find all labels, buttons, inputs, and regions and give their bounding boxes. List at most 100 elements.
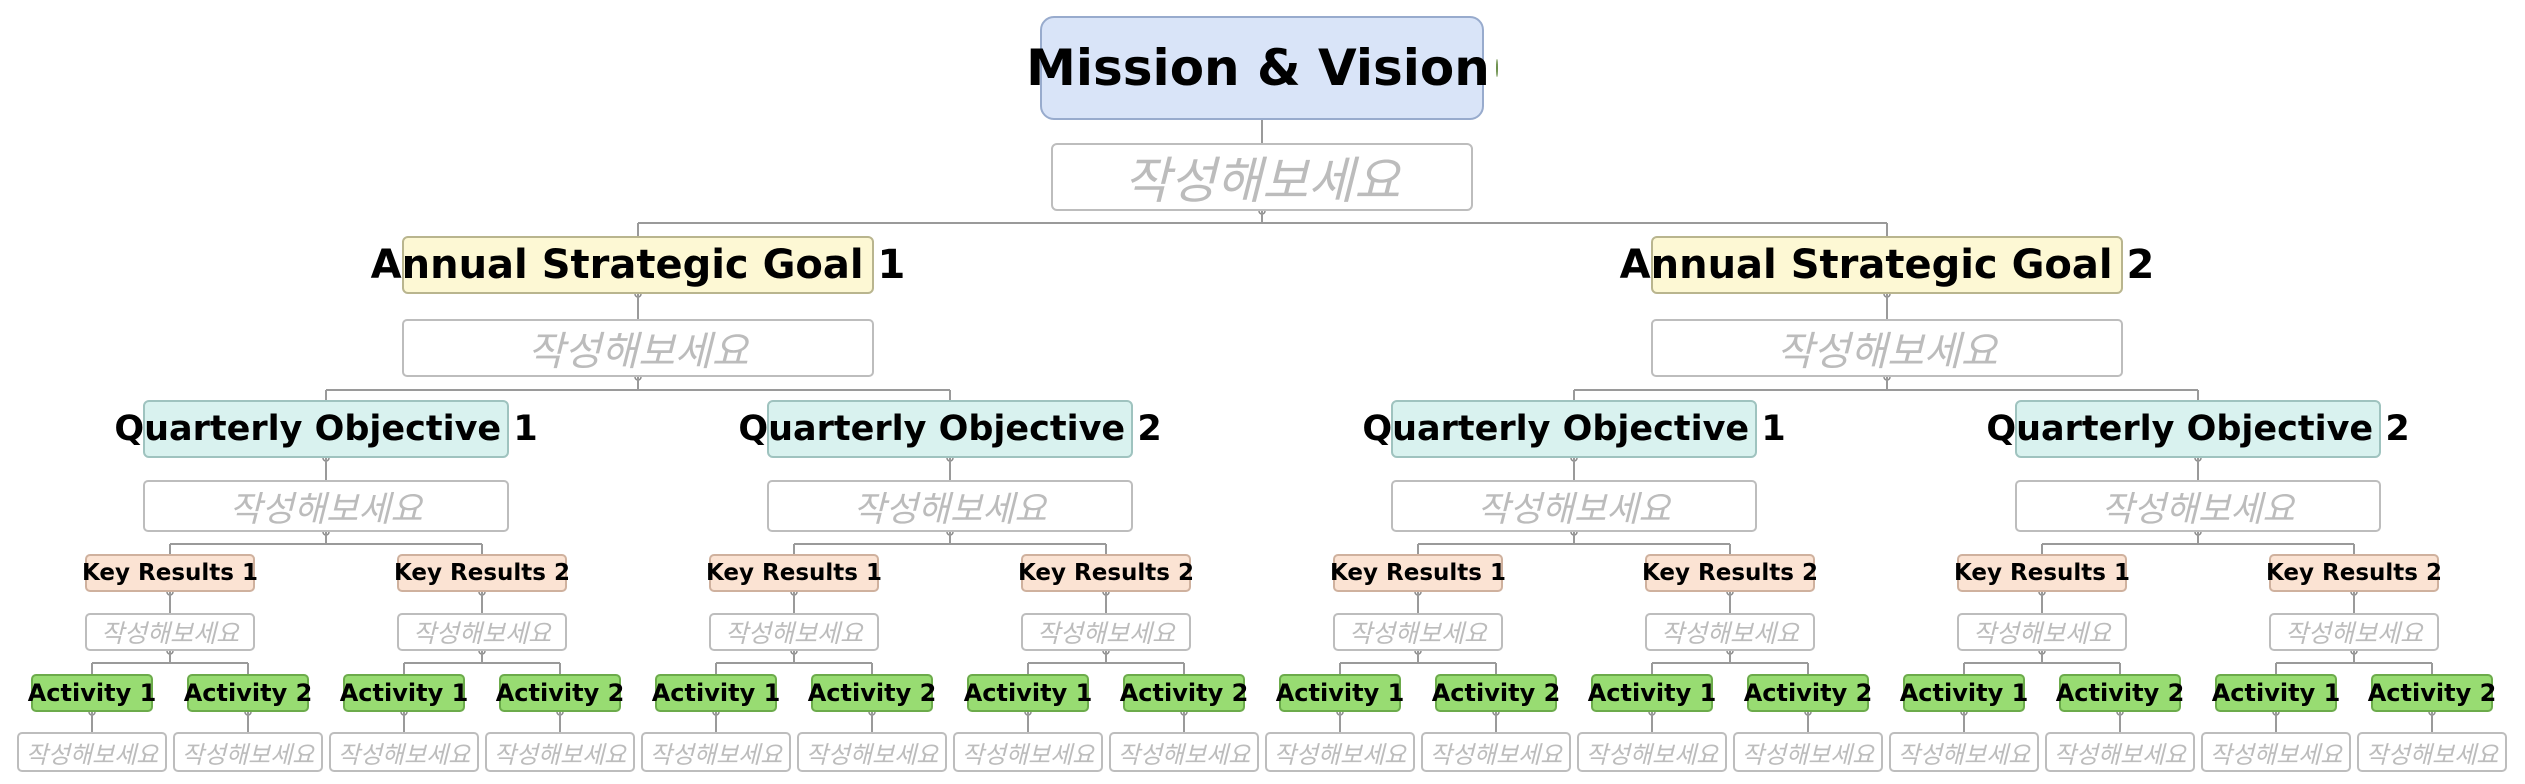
goal-title[interactable]: Annual Strategic Goal 2 xyxy=(1620,236,2154,294)
mission-title[interactable]: Mission & Vision xyxy=(1026,16,1498,120)
activity-title-label: Activity 2 xyxy=(807,679,937,707)
key-results-title-label: Key Results 2 xyxy=(2266,560,2442,586)
key-results-title[interactable]: Key Results 2 xyxy=(2266,554,2442,592)
activity-note[interactable]: 작성해보세요 xyxy=(1733,732,1883,772)
activity-note[interactable]: 작성해보세요 xyxy=(1577,732,1727,772)
activity-note[interactable]: 작성해보세요 xyxy=(797,732,947,772)
goal-note[interactable]: 작성해보세요 xyxy=(1651,319,2123,377)
key-results-title[interactable]: Key Results 1 xyxy=(82,554,258,592)
objective-note-label: 작성해보세요 xyxy=(229,489,423,530)
activity-note-label: 작성해보세요 xyxy=(1273,740,1407,769)
activity-title[interactable]: Activity 1 xyxy=(2212,674,2340,712)
activity-note[interactable]: 작성해보세요 xyxy=(953,732,1103,772)
activity-note[interactable]: 작성해보세요 xyxy=(1265,732,1415,772)
key-results-title[interactable]: Key Results 2 xyxy=(394,554,570,592)
key-results-title-label: Key Results 1 xyxy=(706,560,882,586)
activity-title-label: Activity 2 xyxy=(1119,679,1249,707)
objective-note[interactable]: 작성해보세요 xyxy=(2015,480,2381,532)
activity-title[interactable]: Activity 2 xyxy=(1744,674,1872,712)
activity-title[interactable]: Activity 1 xyxy=(1900,674,2028,712)
objective-title-label: Quarterly Objective 2 xyxy=(738,409,1162,449)
activity-title[interactable]: Activity 1 xyxy=(964,674,1092,712)
goal-note[interactable]: 작성해보세요 xyxy=(402,319,874,377)
key-results-title[interactable]: Key Results 1 xyxy=(1954,554,2130,592)
globe-icon[interactable] xyxy=(1495,59,1498,77)
activity-title-label: Activity 1 xyxy=(1275,679,1405,707)
objective-title[interactable]: Quarterly Objective 1 xyxy=(114,400,538,458)
activity-title-label: Activity 2 xyxy=(1743,679,1873,707)
activity-note[interactable]: 작성해보세요 xyxy=(2357,732,2507,772)
activity-title[interactable]: Activity 1 xyxy=(340,674,468,712)
activity-title[interactable]: Activity 1 xyxy=(28,674,156,712)
key-results-note[interactable]: 작성해보세요 xyxy=(397,613,567,651)
activity-note[interactable]: 작성해보세요 xyxy=(1109,732,1259,772)
activity-title[interactable]: Activity 2 xyxy=(808,674,936,712)
activity-title[interactable]: Activity 1 xyxy=(652,674,780,712)
activity-title[interactable]: Activity 2 xyxy=(2056,674,2184,712)
key-results-note[interactable]: 작성해보세요 xyxy=(85,613,255,651)
activity-title[interactable]: Activity 1 xyxy=(1588,674,1716,712)
activity-note[interactable]: 작성해보세요 xyxy=(2045,732,2195,772)
mission-title-label: Mission & Vision xyxy=(1026,39,1490,97)
activity-note[interactable]: 작성해보세요 xyxy=(173,732,323,772)
activity-title[interactable]: Activity 2 xyxy=(184,674,312,712)
objective-note[interactable]: 작성해보세요 xyxy=(1391,480,1757,532)
key-results-title-label: Key Results 2 xyxy=(1018,560,1194,586)
activity-note-label: 작성해보세요 xyxy=(1585,740,1719,769)
key-results-note[interactable]: 작성해보세요 xyxy=(1333,613,1503,651)
mission-note-label: 작성해보세요 xyxy=(1124,152,1400,210)
key-results-title[interactable]: Key Results 2 xyxy=(1018,554,1194,592)
key-results-note-label: 작성해보세요 xyxy=(2284,619,2423,648)
activity-note-label: 작성해보세요 xyxy=(961,740,1095,769)
activity-note-label: 작성해보세요 xyxy=(181,740,315,769)
goal-title[interactable]: Annual Strategic Goal 1 xyxy=(371,236,905,294)
activity-note-label: 작성해보세요 xyxy=(805,740,939,769)
activity-note[interactable]: 작성해보세요 xyxy=(641,732,791,772)
activity-title[interactable]: Activity 2 xyxy=(2368,674,2496,712)
objective-note[interactable]: 작성해보세요 xyxy=(767,480,1133,532)
objective-title[interactable]: Quarterly Objective 2 xyxy=(738,400,1162,458)
activity-title-label: Activity 1 xyxy=(27,679,157,707)
key-results-title[interactable]: Key Results 1 xyxy=(1330,554,1506,592)
objective-note[interactable]: 작성해보세요 xyxy=(143,480,509,532)
key-results-title-label: Key Results 1 xyxy=(1954,560,2130,586)
key-results-note-label: 작성해보세요 xyxy=(1972,619,2111,648)
activity-title-label: Activity 1 xyxy=(651,679,781,707)
activity-note-label: 작성해보세요 xyxy=(2209,740,2343,769)
activity-note-label: 작성해보세요 xyxy=(493,740,627,769)
objective-note-label: 작성해보세요 xyxy=(1477,489,1671,530)
key-results-title[interactable]: Key Results 1 xyxy=(706,554,882,592)
objective-title[interactable]: Quarterly Objective 2 xyxy=(1986,400,2410,458)
activity-note[interactable]: 작성해보세요 xyxy=(329,732,479,772)
activity-note-label: 작성해보세요 xyxy=(649,740,783,769)
activity-note-label: 작성해보세요 xyxy=(25,740,159,769)
mission-note[interactable]: 작성해보세요 xyxy=(1051,143,1473,211)
activity-note[interactable]: 작성해보세요 xyxy=(2201,732,2351,772)
objective-title[interactable]: Quarterly Objective 1 xyxy=(1362,400,1786,458)
activity-title[interactable]: Activity 2 xyxy=(496,674,624,712)
activity-note[interactable]: 작성해보세요 xyxy=(1889,732,2039,772)
key-results-note[interactable]: 작성해보세요 xyxy=(1021,613,1191,651)
key-results-note-label: 작성해보세요 xyxy=(1348,619,1487,648)
key-results-title[interactable]: Key Results 2 xyxy=(1642,554,1818,592)
activity-note-label: 작성해보세요 xyxy=(1429,740,1563,769)
activity-note[interactable]: 작성해보세요 xyxy=(485,732,635,772)
key-results-note[interactable]: 작성해보세요 xyxy=(1645,613,1815,651)
objective-title-label: Quarterly Objective 1 xyxy=(1362,409,1786,449)
activity-title[interactable]: Activity 2 xyxy=(1432,674,1560,712)
activity-title-label: Activity 2 xyxy=(2055,679,2185,707)
key-results-note[interactable]: 작성해보세요 xyxy=(1957,613,2127,651)
key-results-title-label: Key Results 1 xyxy=(82,560,258,586)
activity-title[interactable]: Activity 2 xyxy=(1120,674,1248,712)
activity-title-label: Activity 1 xyxy=(963,679,1093,707)
activity-note[interactable]: 작성해보세요 xyxy=(17,732,167,772)
key-results-note-label: 작성해보세요 xyxy=(1036,619,1175,648)
activity-title[interactable]: Activity 1 xyxy=(1276,674,1404,712)
goal-note-label: 작성해보세요 xyxy=(1776,329,1998,375)
key-results-note[interactable]: 작성해보세요 xyxy=(2269,613,2439,651)
activity-title-label: Activity 1 xyxy=(1899,679,2029,707)
key-results-title-label: Key Results 2 xyxy=(394,560,570,586)
activity-note[interactable]: 작성해보세요 xyxy=(1421,732,1571,772)
key-results-note[interactable]: 작성해보세요 xyxy=(709,613,879,651)
